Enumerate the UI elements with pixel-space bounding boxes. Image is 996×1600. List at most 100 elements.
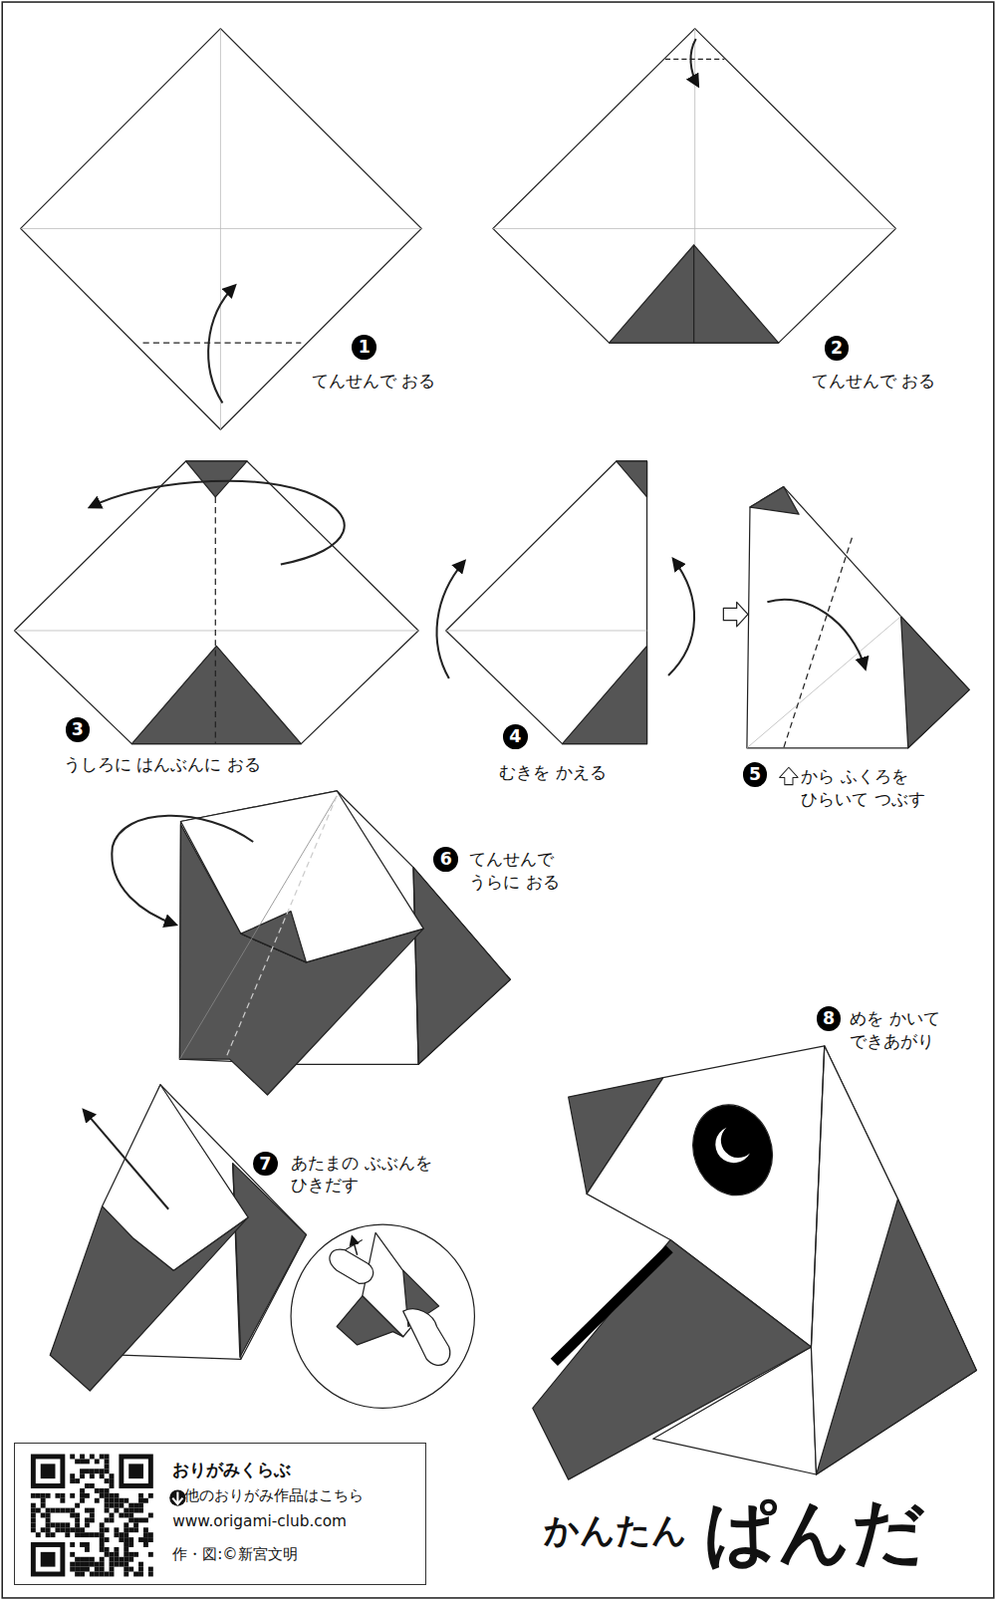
- qr-module: [118, 1531, 124, 1537]
- qr-module: [148, 1571, 154, 1577]
- qr-module: [99, 1531, 105, 1537]
- qr-module: [109, 1478, 115, 1484]
- qr-module: [54, 1507, 60, 1513]
- qr-module: [133, 1521, 139, 1527]
- credit-text: おりがみくらぶ: [172, 1458, 291, 1482]
- step7-figure: [49, 1084, 475, 1409]
- qr-module: [113, 1507, 119, 1513]
- qr-module: [50, 1521, 56, 1527]
- qr-module: [79, 1468, 85, 1474]
- qr-module: [143, 1516, 149, 1522]
- qr-module: [84, 1516, 90, 1522]
- qr-module: [109, 1473, 115, 1479]
- qr-module: [84, 1458, 90, 1464]
- qr-module: [138, 1536, 144, 1542]
- qr-module: [128, 1502, 134, 1508]
- qr-module: [30, 1521, 36, 1527]
- qr-module: [113, 1493, 119, 1498]
- qr-module: [84, 1566, 90, 1572]
- qr-module: [143, 1531, 149, 1537]
- title: ぱんだ: [704, 1492, 926, 1571]
- qr-module: [40, 1463, 56, 1479]
- qr-module: [104, 1478, 110, 1484]
- qr-module: [133, 1571, 139, 1577]
- step-number: 6: [433, 846, 459, 872]
- open-arrow-icon: [779, 766, 798, 784]
- qr-module: [104, 1571, 110, 1577]
- qr-module: [138, 1516, 144, 1522]
- qr-module: [148, 1536, 154, 1542]
- qr-module: [94, 1488, 100, 1494]
- qr-module: [113, 1502, 119, 1508]
- qr-module: [104, 1468, 110, 1474]
- step-number: 8: [816, 1005, 842, 1031]
- qr-module: [89, 1473, 95, 1479]
- qr-module: [113, 1531, 119, 1537]
- qr-module: [123, 1536, 129, 1542]
- qr-module: [113, 1556, 119, 1562]
- qr-module: [59, 1526, 65, 1532]
- qr-module: [74, 1526, 80, 1532]
- qr-module: [148, 1551, 154, 1557]
- qr-module: [74, 1521, 80, 1527]
- qr-module: [89, 1561, 95, 1567]
- qr-module: [99, 1546, 105, 1552]
- qr-module: [74, 1478, 80, 1484]
- qr-module: [99, 1556, 105, 1562]
- qr-module: [64, 1531, 70, 1537]
- step-instruction: うしろに はんぶんに おる: [63, 752, 261, 776]
- qr-module: [79, 1526, 85, 1532]
- qr-module: [94, 1531, 100, 1537]
- qr-module: [133, 1507, 139, 1513]
- step2-figure: [493, 28, 897, 343]
- qr-module: [59, 1497, 65, 1503]
- qr-module: [50, 1507, 56, 1513]
- qr-module: [40, 1512, 46, 1518]
- qr-module: [104, 1463, 110, 1469]
- qr-module: [59, 1507, 65, 1513]
- qr-module: [84, 1468, 90, 1474]
- qr-module: [123, 1512, 129, 1518]
- qr-module: [74, 1531, 80, 1537]
- step-number: 4: [502, 724, 528, 749]
- qr-module: [84, 1493, 90, 1498]
- step-instruction: てんせんで おる: [811, 369, 937, 393]
- qr-module: [104, 1458, 110, 1464]
- qr-module: [45, 1521, 51, 1527]
- qr-module: [109, 1483, 115, 1489]
- step-number: 1: [351, 334, 377, 360]
- qr-module: [89, 1454, 95, 1460]
- step6-figure: [111, 790, 510, 1095]
- qr-module: [64, 1526, 70, 1532]
- qr-module: [79, 1561, 85, 1567]
- qr-module: [45, 1526, 51, 1532]
- qr-module: [89, 1516, 95, 1522]
- qr-module: [40, 1551, 56, 1567]
- qr-module: [79, 1571, 85, 1577]
- qr-module: [104, 1536, 110, 1542]
- qr-module: [99, 1488, 105, 1494]
- qr-module: [40, 1497, 46, 1503]
- qr-module: [109, 1497, 115, 1503]
- qr-module: [74, 1458, 80, 1464]
- qr-module: [133, 1551, 139, 1557]
- step-number: 3: [65, 717, 91, 743]
- qr-module: [138, 1561, 144, 1567]
- qr-module: [128, 1551, 134, 1557]
- step-instruction: てんせんで おる: [311, 369, 437, 393]
- qr-module: [109, 1516, 115, 1522]
- step1-figure: [20, 28, 423, 431]
- qr-module: [104, 1497, 110, 1503]
- qr-module: [99, 1526, 105, 1532]
- qr-module: [109, 1551, 115, 1557]
- qr-module: [99, 1521, 105, 1527]
- qr-module: [113, 1551, 119, 1557]
- qr-module: [89, 1468, 95, 1474]
- qr-module: [113, 1526, 119, 1532]
- qr-module: [109, 1571, 115, 1577]
- open-arrow: [723, 601, 748, 627]
- qr-module: [99, 1536, 105, 1542]
- qr-module: [35, 1507, 41, 1513]
- qr-module: [104, 1454, 110, 1460]
